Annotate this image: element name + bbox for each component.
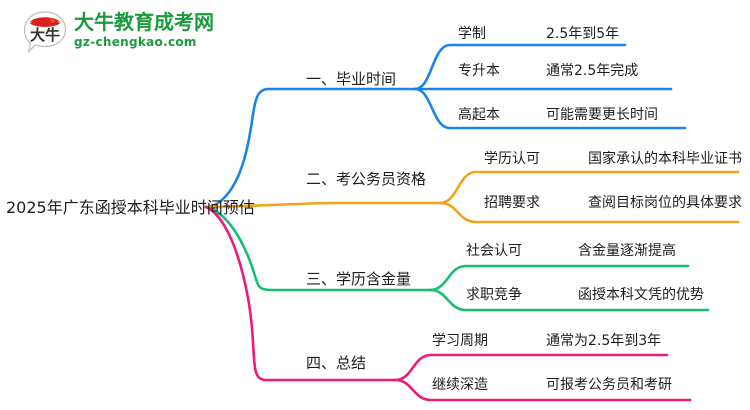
logo-title: 大牛教育成考网 xyxy=(74,10,214,34)
branch-2-child-2-detail[interactable]: 查阅目标岗位的具体要求 xyxy=(588,195,742,211)
branch-1-child-1-label[interactable]: 学制 xyxy=(458,26,486,42)
branch-3-child-2-detail[interactable]: 函授本科文凭的优势 xyxy=(578,287,704,303)
logo-text-block: 大牛教育成考网 gz-chengkao.com xyxy=(74,10,214,49)
logo-badge-text: 大牛 xyxy=(30,26,60,44)
branch-3-connectors xyxy=(204,205,710,312)
branch-4-connectors xyxy=(204,205,692,402)
branch-4-child-1-detail[interactable]: 通常为2.5年到3年 xyxy=(546,333,662,349)
branch-3-child-2-label[interactable]: 求职竞争 xyxy=(466,287,522,303)
branch-1-connectors xyxy=(204,43,687,209)
branch-1-child-2-label[interactable]: 专升本 xyxy=(458,63,500,79)
branch-2-child-2-label[interactable]: 招聘要求 xyxy=(484,195,540,211)
branch-1-label[interactable]: 一、毕业时间 xyxy=(306,70,397,88)
branch-1-child-3-detail[interactable]: 可能需要更长时间 xyxy=(546,107,658,123)
branch-4-child-1-label[interactable]: 学习周期 xyxy=(432,333,488,349)
logo-subtitle: gz-chengkao.com xyxy=(74,35,197,49)
branch-1-child-1-detail[interactable]: 2.5年到5年 xyxy=(546,26,620,42)
branch-3-child-1-detail[interactable]: 含金量逐渐提高 xyxy=(578,243,676,259)
branch-2-child-1-detail[interactable]: 国家承认的本科毕业证书 xyxy=(588,151,742,167)
root-node-label[interactable]: 2025年广东函授本科毕业时间预估 xyxy=(6,198,255,217)
branch-4-child-2-label[interactable]: 继续深造 xyxy=(432,377,488,393)
branch-4-child-2-detail[interactable]: 可报考公务员和考研 xyxy=(546,377,672,393)
site-logo: 大牛 大牛教育成考网 gz-chengkao.com xyxy=(22,8,232,58)
branch-2-label[interactable]: 二、考公务员资格 xyxy=(306,170,427,188)
branch-1-child-3-label[interactable]: 高起本 xyxy=(458,107,500,123)
branch-2-connectors xyxy=(204,170,740,224)
branch-2-child-1-label[interactable]: 学历认可 xyxy=(484,151,540,167)
branch-3-label[interactable]: 三、学历含金量 xyxy=(306,270,412,288)
branch-3-child-1-label[interactable]: 社会认可 xyxy=(466,243,522,259)
branch-4-label[interactable]: 四、总结 xyxy=(306,354,367,372)
branch-1-child-2-detail[interactable]: 通常2.5年完成 xyxy=(546,63,639,79)
logo-badge-icon: 大牛 xyxy=(23,11,67,54)
